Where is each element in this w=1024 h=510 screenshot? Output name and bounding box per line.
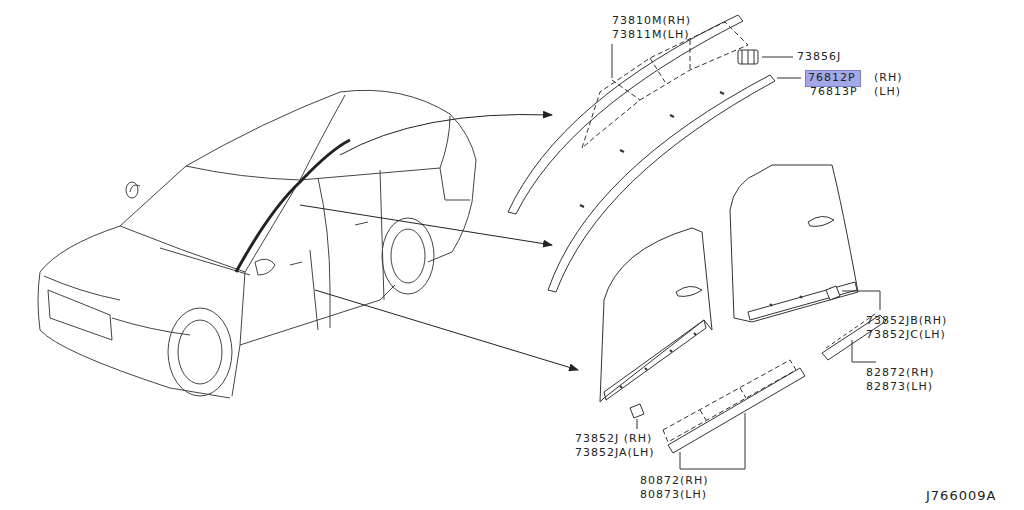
part-number: 73810M(RH) <box>612 14 691 27</box>
part-number: 73852JC(LH) <box>866 328 946 341</box>
part-number: 76812P <box>806 71 860 84</box>
drip-molding-on-car <box>236 140 350 272</box>
part-number: 82872(RH) <box>866 366 935 379</box>
part-number: 73811M(LH) <box>612 28 689 41</box>
part-number: 76813P <box>810 85 858 98</box>
part-number: 82873(LH) <box>866 380 933 393</box>
sill-molding-front <box>663 360 805 453</box>
rear-door <box>730 165 858 322</box>
molding-clips <box>630 286 840 418</box>
part-number: 80873(LH) <box>640 488 707 501</box>
part-number: 73852JB(RH) <box>866 314 947 327</box>
part-number: (RH) <box>874 71 903 84</box>
leader-lines <box>612 44 880 469</box>
highlighted-part-number: 76812P <box>805 70 861 87</box>
clip-73856J <box>738 50 758 64</box>
car-outline <box>38 90 476 398</box>
figure-code: J766009A <box>926 488 996 503</box>
part-number: 80872(RH) <box>640 474 709 487</box>
front-door <box>600 228 712 402</box>
part-number: (LH) <box>874 85 901 98</box>
pointer-arrows <box>300 115 578 371</box>
part-number: 73856J <box>797 50 841 63</box>
part-number: 73852J (RH) <box>575 432 652 445</box>
part-number: 73852JA(LH) <box>575 446 655 459</box>
